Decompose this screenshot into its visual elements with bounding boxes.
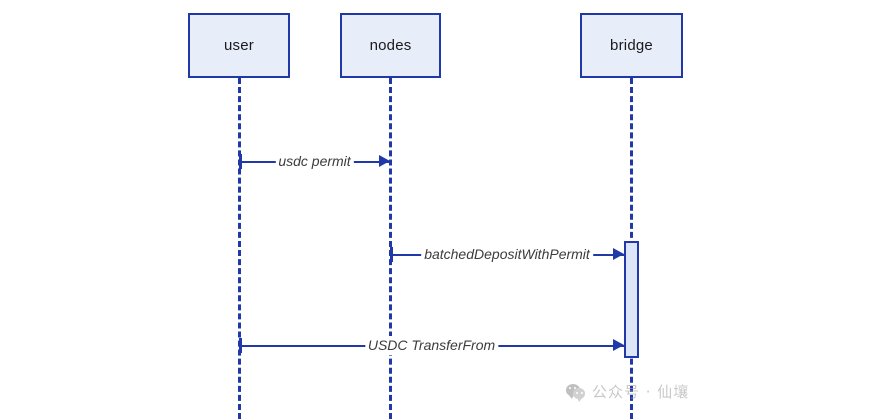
wechat-icon xyxy=(566,383,586,402)
participant-box-bridge[interactable]: bridge xyxy=(580,13,683,78)
participant-label-user: user xyxy=(224,37,254,54)
message-label: usdc permit xyxy=(275,152,354,171)
activation-bar-bridge xyxy=(624,241,639,358)
participant-label-bridge: bridge xyxy=(610,37,653,54)
participant-label-nodes: nodes xyxy=(369,37,412,54)
message-usdc-transferfrom[interactable]: USDC TransferFrom xyxy=(239,336,624,356)
arrowhead-icon xyxy=(613,248,624,260)
arrowhead-icon xyxy=(379,155,390,167)
message-label: batchedDepositWithPermit xyxy=(421,245,593,264)
arrowhead-icon xyxy=(613,339,624,351)
participant-box-user[interactable]: user xyxy=(188,13,290,78)
message-batched-deposit-with-permit[interactable]: batchedDepositWithPermit xyxy=(390,245,624,265)
lifeline-user xyxy=(238,78,241,419)
message-usdc-permit[interactable]: usdc permit xyxy=(239,152,390,172)
message-label: USDC TransferFrom xyxy=(364,336,499,355)
watermark: 公众号 · 仙壤 xyxy=(566,381,689,402)
participant-box-nodes[interactable]: nodes xyxy=(340,13,441,78)
watermark-text: 公众号 · 仙壤 xyxy=(592,383,690,401)
